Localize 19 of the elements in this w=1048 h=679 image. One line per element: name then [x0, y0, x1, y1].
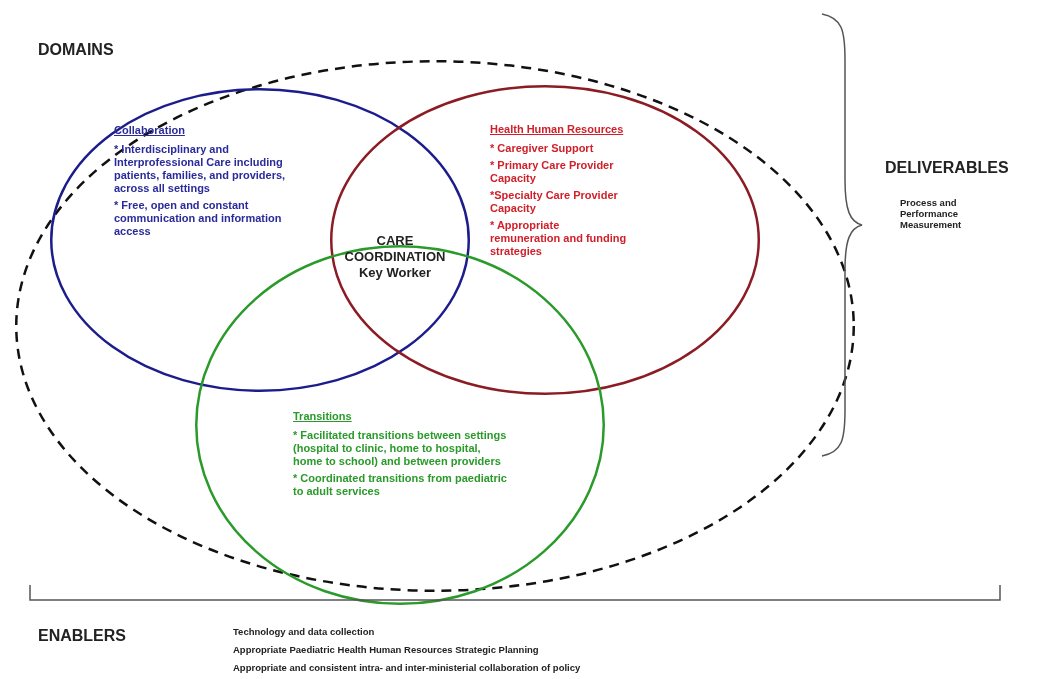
bullet-text: * Coordinated transitions from paediatric to adult services [293, 472, 508, 498]
center-subtitle: Key Worker [358, 265, 432, 281]
enabler-text: Appropriate and consistent intra- and inter-ministerial collaboration of policy [233, 662, 582, 673]
enabler-text: Appropriate Paediatric Health Human Resources Strategic Planning [233, 644, 540, 655]
section-heading: Health Human Resources [490, 123, 625, 136]
bullet-text: *Specialty Care Provider Capacity [490, 189, 619, 215]
bullet-text: * Interdisciplinary and Interprofessional Care including patients, families, and providers, across all settings [114, 143, 287, 195]
bullet-text: * Free, open and constant communication and information access [114, 199, 283, 238]
enabler-text: Technology and data collection [233, 626, 376, 637]
deliverable-text: Process and Performance Measurement [900, 197, 963, 230]
center-title: CARE COORDINATION [343, 233, 447, 265]
bullet-text: * Caregiver Support [490, 142, 595, 155]
bullet-text: * Facilitated transitions between settings (hospital to clinic, home to hospital, home to school) and between providers [293, 429, 508, 468]
region-title: DOMAINS [38, 40, 115, 60]
bullet-text: * Primary Care Provider Capacity [490, 159, 615, 185]
bullet-text: * Appropriate remuneration and funding strategies [490, 219, 628, 258]
section-title: ENABLERS [38, 626, 127, 645]
section-heading: Transitions [293, 410, 353, 423]
section-title: DELIVERABLES [885, 158, 1010, 177]
